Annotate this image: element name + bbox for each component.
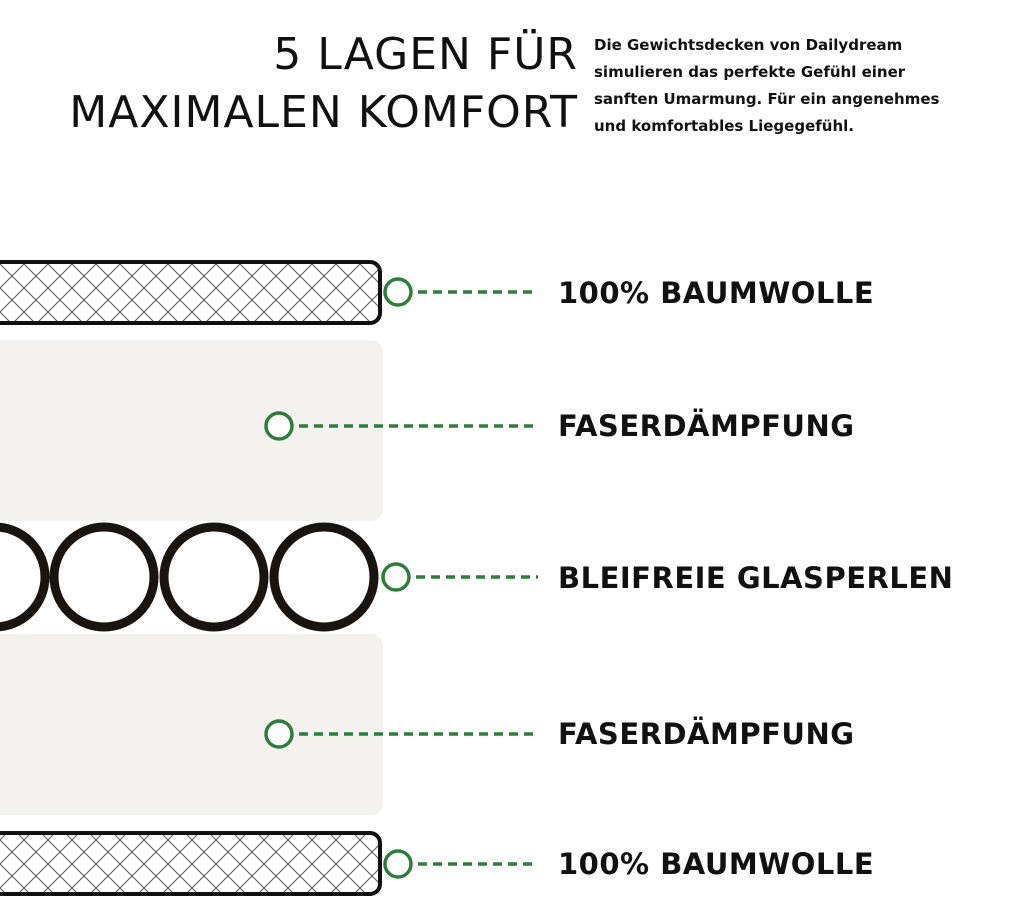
fiber-padding-bottom [0, 634, 383, 815]
layer-fiber-top [0, 340, 383, 521]
layer-fiber-bottom [0, 634, 383, 815]
connector-dot-icon [383, 277, 413, 307]
page-title-line-2: MAXIMALEN KOMFORT [69, 87, 578, 138]
layer-label-2: FASERDÄMPFUNG [558, 409, 855, 443]
connector-dot-icon [383, 849, 413, 879]
connector-3 [381, 562, 538, 592]
connector-1 [383, 277, 538, 307]
layer-label-5: 100% BAUMWOLLE [558, 847, 875, 881]
connector-dot-icon [264, 411, 294, 441]
glass-bead [49, 522, 159, 632]
layer-cotton-bottom [0, 831, 382, 896]
layer-label-4: FASERDÄMPFUNG [558, 717, 855, 751]
fiber-padding-top [0, 340, 383, 521]
connector-dot-icon [381, 562, 411, 592]
connector-5 [383, 849, 538, 879]
layer-label-1: 100% BAUMWOLLE [558, 276, 875, 310]
cotton-fabric-bottom [0, 831, 382, 896]
page-title-line-1: 5 LAGEN FÜR [273, 29, 578, 80]
glass-bead [159, 522, 269, 632]
layer-label-3: BLEIFREIE GLASPERLEN [558, 561, 954, 595]
glass-bead [0, 522, 50, 632]
layer-cotton-top [0, 260, 382, 325]
layer-glass-beads [0, 522, 379, 632]
cotton-fabric-top [0, 260, 382, 325]
connector-dot-icon [264, 719, 294, 749]
connector-4 [264, 719, 538, 749]
connector-2 [264, 411, 538, 441]
intro-text: Die Gewichtsdecken von Dailydream simuli… [594, 36, 940, 135]
page-title: 5 LAGEN FÜR MAXIMALEN KOMFORT [69, 26, 578, 142]
glass-bead [269, 522, 379, 632]
